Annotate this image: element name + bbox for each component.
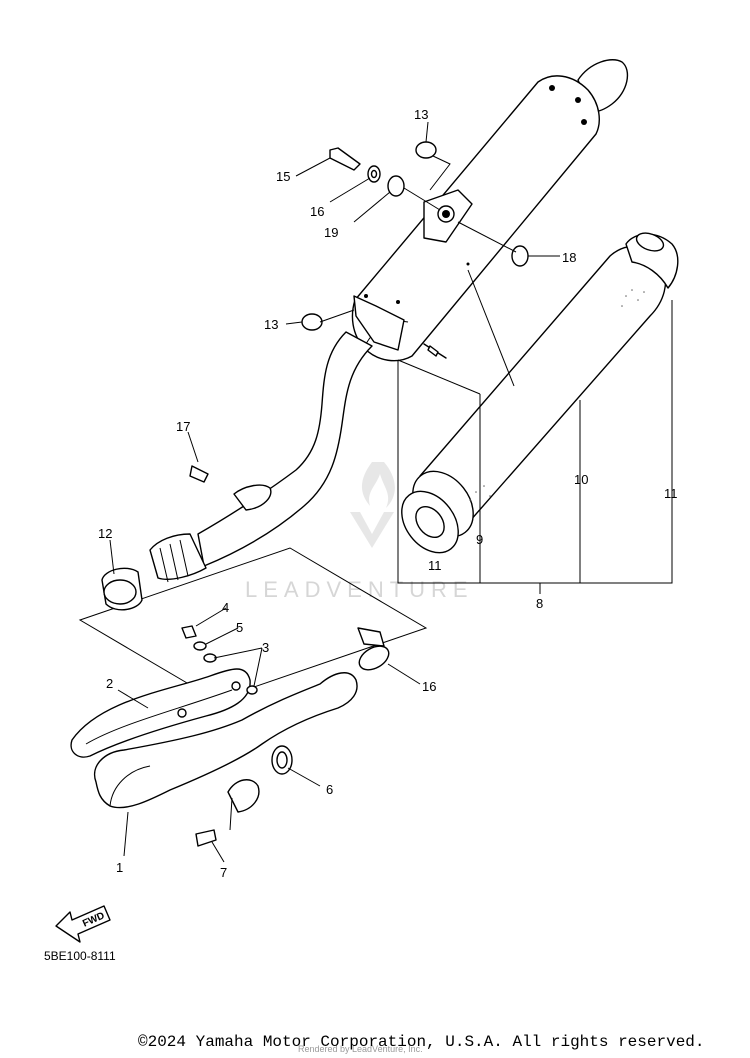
callout-16: 15 <box>276 169 290 184</box>
hardware-bolts <box>181 141 529 847</box>
part-12-gasket <box>101 567 143 611</box>
watermark-logo <box>350 462 395 548</box>
part-1-exhaust-pipe <box>93 672 358 813</box>
callout-4: 4 <box>222 600 229 615</box>
muffler-assembly <box>351 59 629 362</box>
callout-13-lower: 13 <box>264 317 278 332</box>
callout-1: 1 <box>116 860 123 875</box>
part-2-protector <box>70 668 251 758</box>
part-6-gasket <box>271 745 293 775</box>
callout-18: 18 <box>562 250 576 265</box>
callout-11-left: 11 <box>428 558 442 573</box>
callout-12: 12 <box>98 526 112 541</box>
callout-10: 10 <box>574 472 588 487</box>
watermark-rendered: Rendered by LeadVenture, Inc. <box>298 1044 423 1054</box>
callout-15: 17 <box>176 419 190 434</box>
copyright-notice: ©2024 Yamaha Motor Corporation, U.S.A. A… <box>138 1033 705 1051</box>
silencer-assembly <box>401 232 679 554</box>
part-8-bracket-lines <box>397 269 673 594</box>
callout-11-right: 11 <box>664 486 678 501</box>
part-14-clamp <box>357 627 390 671</box>
callout-14: 16 <box>422 679 436 694</box>
exhaust-mid-pipe <box>149 331 373 583</box>
fwd-arrow-icon: FWD <box>55 905 111 943</box>
callout-3: 3 <box>262 640 269 655</box>
callout-9: 9 <box>476 532 483 547</box>
watermark-brand: LEADVENTURE <box>245 577 474 602</box>
callout-numbers: 13 15 16 19 18 13 17 12 10 11 9 11 8 4 5… <box>98 107 678 880</box>
callout-17: 16 <box>310 204 324 219</box>
diagram-code: 5BE100-8111 <box>44 949 116 963</box>
group-frame <box>78 547 428 701</box>
callout-13-top: 13 <box>414 107 428 122</box>
callout-19: 19 <box>324 225 338 240</box>
callout-6: 6 <box>326 782 333 797</box>
callout-7: 7 <box>220 865 227 880</box>
callout-2: 2 <box>106 676 113 691</box>
callout-5: 5 <box>236 620 243 635</box>
leader-lines <box>109 121 560 863</box>
callout-8: 8 <box>536 596 543 611</box>
